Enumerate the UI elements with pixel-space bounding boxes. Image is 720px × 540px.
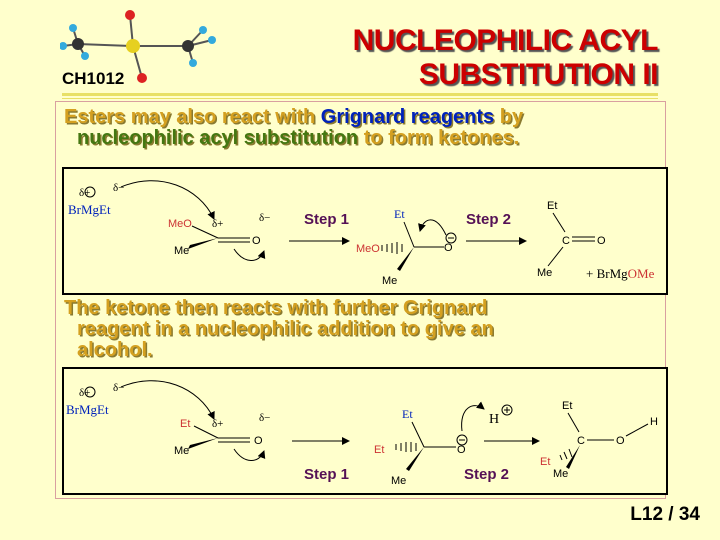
header-divider-thin xyxy=(62,98,658,99)
ethyl-label-alcohol-red: Et xyxy=(540,456,550,468)
reagent-label: BrMgEt xyxy=(66,402,109,417)
byproduct-label: + BrMgOMe xyxy=(586,266,655,281)
methyl-label-2: Me xyxy=(391,475,406,487)
para1-text-b: by xyxy=(494,106,524,128)
delta-minus-oxygen: δ− xyxy=(259,212,270,224)
para2-line2: reagent in a nucleophilic addition to gi… xyxy=(77,318,494,340)
reaction-scheme-ester: δ+ δ− BrMgEt MeO δ+ δ− Me O Step 1 Et Me… xyxy=(62,167,668,295)
ethyl-label: Et xyxy=(394,207,405,221)
para2-line1: The ketone then reacts with further Grig… xyxy=(64,297,488,319)
methoxy-label-2: MeO xyxy=(356,243,380,255)
reagent-label: BrMgEt xyxy=(68,202,111,217)
page-title-line-1: NUCLEOPHILIC ACYL xyxy=(352,24,659,57)
para1-text-c: to form ketones. xyxy=(358,127,520,149)
methyl-label-2: Me xyxy=(382,275,397,287)
proton-label: H xyxy=(489,412,499,427)
ethyl-label-blue: Et xyxy=(402,407,413,421)
methyl-label-alcohol: Me xyxy=(553,468,568,480)
ketone-oxygen: O xyxy=(597,235,606,247)
ketone-paragraph: The ketone then reacts with further Grig… xyxy=(64,298,654,361)
delta-plus-carbon: δ+ xyxy=(212,218,223,230)
step1-label: Step 1 xyxy=(304,211,349,228)
ethyl-label-alcohol: Et xyxy=(562,400,572,412)
molecule-logo-icon xyxy=(60,10,216,83)
delta-plus-carbon: δ+ xyxy=(212,418,223,430)
alcohol-carbon: C xyxy=(577,435,585,447)
para1-text-a: Esters may also react with xyxy=(64,106,321,128)
delta-minus-oxygen: δ− xyxy=(259,412,270,424)
alkoxide-oxygen: O xyxy=(444,242,453,254)
step2-label: Step 2 xyxy=(466,211,511,228)
methyl-label: Me xyxy=(174,445,189,457)
nas-term: nucleophilic acyl substitution xyxy=(77,127,359,149)
methyl-label-ketone: Me xyxy=(537,267,552,279)
carbonyl-oxygen: O xyxy=(254,435,263,447)
course-code: CH1012 xyxy=(62,69,125,88)
svg-text:δ+: δ+ xyxy=(79,387,90,399)
step2-label: Step 2 xyxy=(464,466,509,483)
step1-label: Step 1 xyxy=(304,466,349,483)
delta-minus-label: δ− xyxy=(113,382,124,394)
alcohol-hydrogen: H xyxy=(650,416,658,428)
ethyl-label-red: Et xyxy=(374,444,384,456)
page-title-line-2: SUBSTITUTION II xyxy=(418,58,659,91)
delta-plus-label: δ+ xyxy=(79,186,96,199)
negative-charge-icon xyxy=(445,232,457,244)
methyl-label: Me xyxy=(174,245,189,257)
alcohol-oxygen: O xyxy=(616,435,625,447)
header-divider xyxy=(62,93,658,96)
reaction-scheme-ketone: δ+ δ− BrMgEt Et δ+ δ− Me O Step 1 Et Et … xyxy=(62,367,668,495)
para2-line3: alcohol. xyxy=(77,339,153,361)
ketone-carbon: C xyxy=(562,235,570,247)
delta-minus-label: δ− xyxy=(113,182,124,194)
ethyl-label-ketone: Et xyxy=(547,200,557,212)
alkoxide-oxygen: O xyxy=(457,444,466,456)
negative-charge-icon xyxy=(456,434,468,446)
carbonyl-oxygen: O xyxy=(252,235,261,247)
methoxy-label: MeO xyxy=(168,218,192,230)
grignard-term: Grignard reagents xyxy=(320,106,495,128)
svg-text:δ+: δ+ xyxy=(79,187,90,199)
ethyl-label: Et xyxy=(180,418,190,430)
intro-paragraph: Esters may also react with Grignard reag… xyxy=(64,107,654,149)
positive-charge-icon xyxy=(501,404,513,416)
delta-plus-label: δ+ xyxy=(79,386,96,399)
page-number: L12 / 34 xyxy=(630,504,700,525)
content-frame xyxy=(55,101,666,499)
